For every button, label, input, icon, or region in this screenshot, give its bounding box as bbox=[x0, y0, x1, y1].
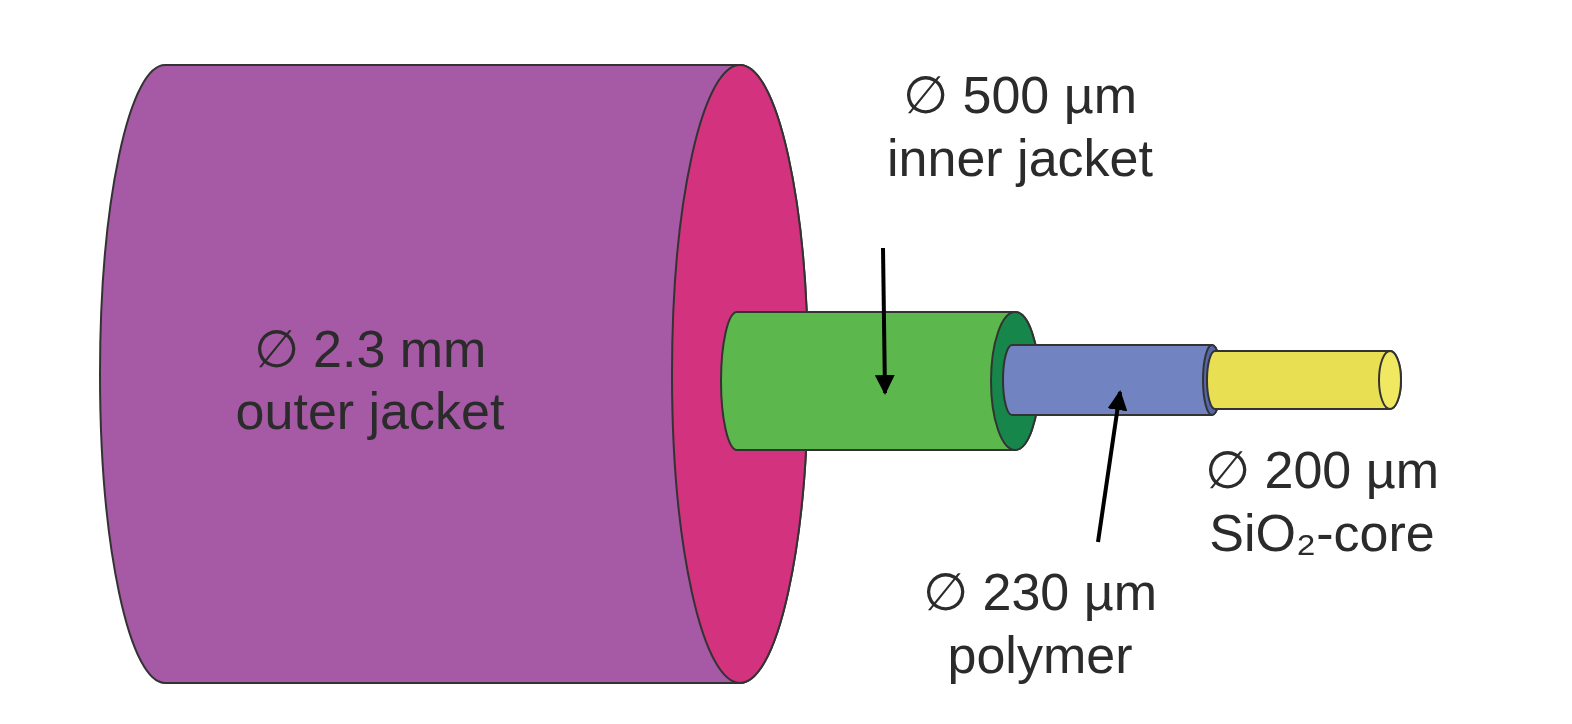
dimension-label: ∅ 230 µm bbox=[923, 561, 1157, 623]
part-name: inner jacket bbox=[887, 127, 1153, 189]
polymer-body bbox=[1003, 345, 1221, 415]
part-name: outer jacket bbox=[236, 380, 505, 442]
part-name: polymer bbox=[948, 624, 1133, 686]
leader-arrow bbox=[1098, 392, 1120, 542]
leader-arrow bbox=[883, 248, 885, 393]
outer-jacket-body bbox=[100, 65, 808, 683]
dimension-label: ∅ 500 µm bbox=[903, 64, 1137, 126]
core-face bbox=[1379, 351, 1401, 409]
part-name: SiO₂-core bbox=[1209, 502, 1434, 564]
core-body bbox=[1207, 351, 1401, 409]
dimension-label: ∅ 2.3 mm bbox=[254, 318, 487, 380]
dimension-label: ∅ 200 µm bbox=[1205, 439, 1439, 501]
cable-layer: ∅ 2.3 mmouter jacket bbox=[170, 300, 570, 460]
inner-jacket-body bbox=[721, 312, 1039, 450]
